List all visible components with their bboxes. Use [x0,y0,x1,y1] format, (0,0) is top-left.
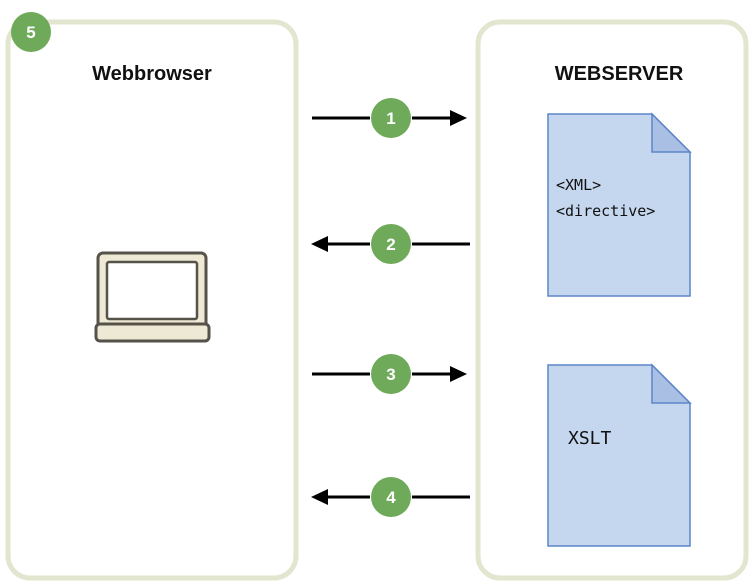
xml-document-line-1: <XML> [556,176,601,194]
step-2-label: 2 [386,235,395,254]
xml-document-page [547,113,691,297]
laptop-icon [94,251,211,343]
laptop-base [94,322,211,343]
step-badge-5: 5 [11,12,51,52]
step-badge-5-circle [11,12,51,52]
xml-document-line-2: <directive> [556,202,655,220]
step-1-circle [371,98,411,138]
xslt-document-fold [651,363,692,404]
xslt-document-label: XSLT [568,428,612,449]
step-1-arrow: 1 [312,98,467,138]
step-2-arrow: 2 [311,224,470,264]
xslt-document-icon: XSLT [547,363,692,547]
step-3-arrowhead [450,366,467,382]
browser-panel-title: Webbrowser [92,63,212,85]
step-4-arrow: 4 [311,477,470,517]
laptop-screen [105,260,199,321]
step-badge-5-label: 5 [26,23,35,42]
step-4-circle [371,477,411,517]
step-2-circle [371,224,411,264]
step-4-arrowhead [311,489,328,505]
step-4-label: 4 [386,488,396,507]
xml-document-fold [651,112,692,153]
step-1-label: 1 [386,109,395,128]
xslt-document-page [547,364,691,547]
step-1-arrowhead [450,110,467,126]
step-3-circle [371,354,411,394]
step-2-arrowhead [311,236,328,252]
step-3-arrow: 3 [312,354,467,394]
server-panel-title: WEBSERVER [555,63,684,85]
xml-document-icon: <XML> <directive> [547,112,692,297]
step-3-label: 3 [386,365,395,384]
